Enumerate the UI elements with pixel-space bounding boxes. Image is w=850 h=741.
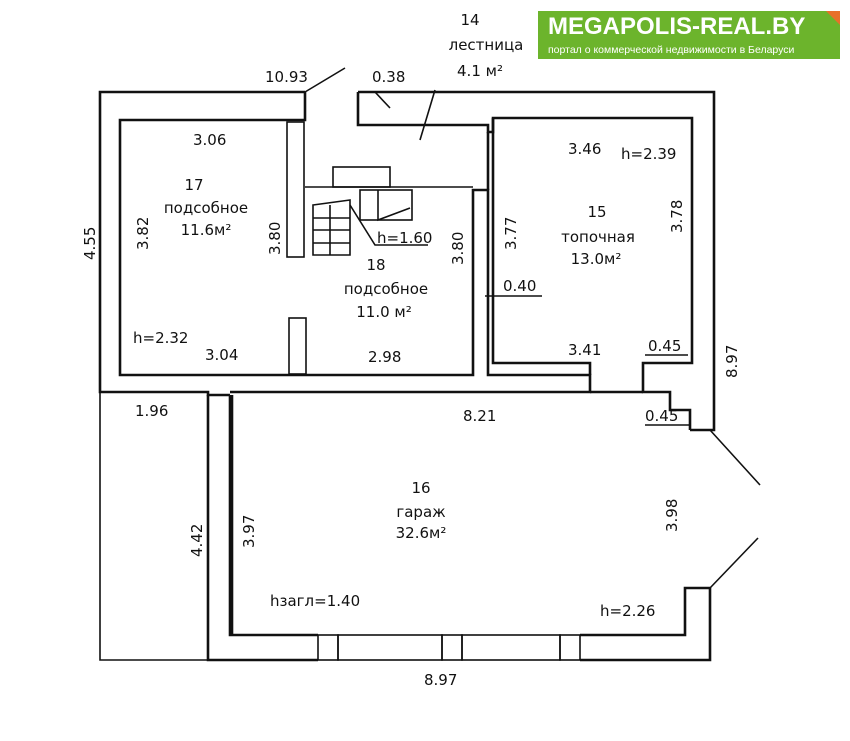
room-16-name: гараж (396, 503, 445, 521)
dim-left-outer: 4.55 (81, 227, 99, 260)
room-16-area: 32.6м² (396, 524, 447, 542)
logo-banner[interactable]: MEGAPOLIS-REAL.BY портал о коммерческой … (538, 11, 840, 59)
dim-stair-height: h=1.60 (377, 229, 432, 247)
dim-garage-height: h=2.26 (600, 602, 655, 620)
room-18-name: подсобное (344, 280, 428, 298)
dim-partition-2: 3.80 (449, 232, 467, 265)
room-18-number: 18 (366, 256, 385, 274)
room-15-area: 13.0м² (571, 250, 622, 268)
dim-top-left: 10.93 (265, 68, 308, 86)
dim-garage-top: 8.21 (463, 407, 496, 425)
dim-niche-2: 0.45 (645, 407, 678, 425)
dim-garage-left: 3.97 (240, 515, 258, 548)
dim-partition-1: 3.80 (266, 222, 284, 255)
dim-room17-bottom: 3.04 (205, 346, 238, 364)
room-14-name: лестница (449, 36, 524, 54)
room-14-number: 14 (460, 11, 479, 29)
dim-room15-top: 3.46 (568, 140, 601, 158)
dim-garage-right: 3.98 (663, 499, 681, 532)
room-15-number: 15 (587, 203, 606, 221)
dim-wall-thickness: 0.40 (503, 277, 536, 295)
dim-garage-total-height: hзагл=1.40 (270, 592, 360, 610)
room-17-name: подсобное (164, 199, 248, 217)
dim-room18-bottom: 2.98 (368, 348, 401, 366)
dim-room15-height: h=2.39 (621, 145, 676, 163)
dim-room17-side: 3.82 (134, 217, 152, 250)
room-15-name: топочная (561, 228, 635, 246)
dim-room17-height: h=2.32 (133, 329, 188, 347)
room-16-number: 16 (411, 479, 430, 497)
dim-annex-top: 1.96 (135, 402, 168, 420)
dim-niche-1: 0.45 (648, 337, 681, 355)
dim-room15-right: 3.78 (668, 200, 686, 233)
dim-bottom-outer: 8.97 (424, 671, 457, 689)
room-17-number: 17 (184, 176, 203, 194)
room-17-area: 11.6м² (181, 221, 232, 239)
room-18-area: 11.0 м² (356, 303, 412, 321)
logo-subtitle: портал о коммерческой недвижимости в Бел… (548, 44, 795, 56)
dim-room15-bottom: 3.41 (568, 341, 601, 359)
dimension-labels: 10.93 0.38 3.06 4.55 3.82 3.80 h=1.60 3.… (81, 68, 741, 689)
walls (98, 67, 761, 662)
dim-right-outer: 8.97 (723, 345, 741, 378)
dim-stair-landing: 0.38 (372, 68, 405, 86)
logo-title: MEGAPOLIS-REAL.BY (548, 13, 806, 40)
room-14-area: 4.1 м² (457, 62, 503, 80)
dim-room17-top: 3.06 (193, 131, 226, 149)
dim-room15-left: 3.77 (502, 217, 520, 250)
room-labels: 14 лестница 4.1 м² 15 топочная 13.0м² 16… (164, 11, 635, 542)
dim-annex-side: 4.42 (188, 524, 206, 557)
